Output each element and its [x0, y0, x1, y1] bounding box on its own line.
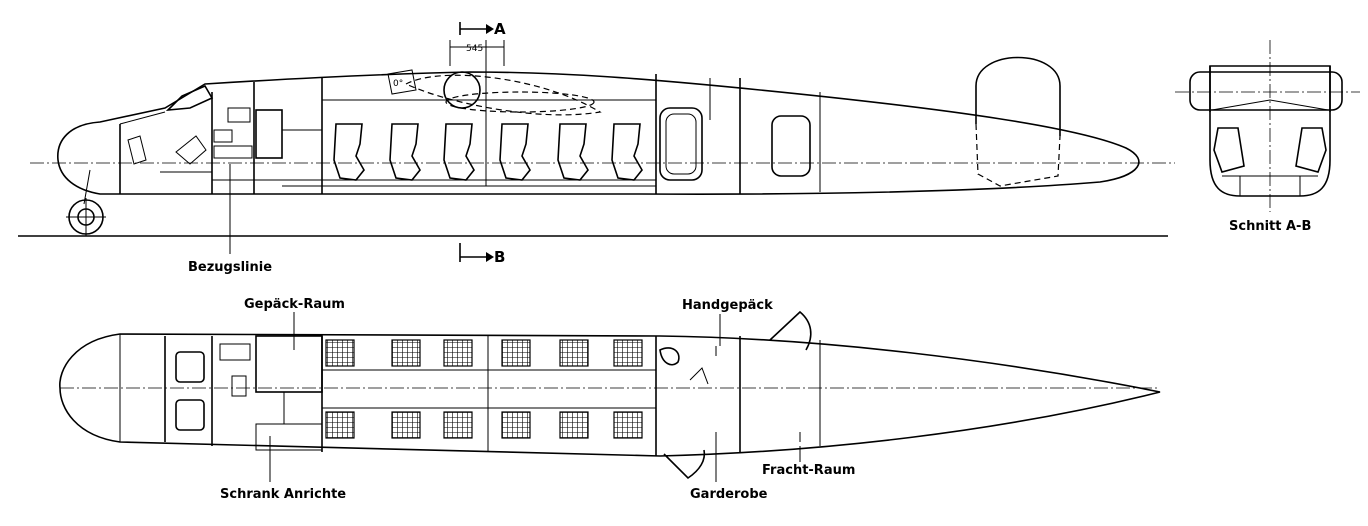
baggage-room: [255, 335, 323, 393]
plan-view: Gepäck-Raum Handgepäck Schrank Anrichte …: [59, 297, 1161, 502]
label-wardrobe: Garderobe: [690, 487, 768, 502]
label-hand-luggage: Handgepäck: [682, 298, 773, 313]
cabin-door: [659, 107, 703, 181]
galley-block: [227, 107, 251, 123]
label-section-view: Schnitt A-B: [1229, 219, 1311, 234]
angle-label: 0°: [393, 79, 403, 89]
cockpit-window: [165, 84, 214, 111]
side-view: 0° 545 A B Bezugslinie: [18, 20, 1175, 275]
cockpit-seat: [175, 399, 205, 431]
section-seat-left: [1213, 127, 1245, 173]
service-door-arc: [663, 449, 706, 480]
cargo-door-arc: [769, 310, 812, 351]
label-reference-line: Bezugslinie: [188, 260, 272, 275]
cockpit-seat: [175, 351, 205, 383]
section-marker-a: A: [494, 20, 506, 38]
galley-block: [255, 109, 283, 159]
cabinet-pantry: [255, 423, 323, 451]
engine-nacelle: [443, 71, 481, 109]
section-wing: [1189, 71, 1343, 111]
passenger-seats-plan: [325, 339, 643, 439]
section-view: Schnitt A-B: [1175, 40, 1360, 234]
tail-fin: [975, 56, 1061, 136]
passenger-seats-side: [333, 123, 643, 181]
pilot-seat: [127, 135, 147, 165]
label-cargo-room: Fracht-Raum: [762, 463, 855, 478]
section-marker-b: B: [494, 248, 505, 266]
dimension-label: 545: [466, 44, 483, 54]
wing-side: [404, 74, 602, 116]
label-cabinet-pantry: Schrank Anrichte: [220, 487, 346, 502]
fuselage-plan-outline: [59, 333, 1161, 457]
pilot-seat: [175, 135, 207, 165]
section-seat-right: [1295, 127, 1327, 173]
label-baggage-room: Gepäck-Raum: [244, 297, 345, 312]
cargo-door: [771, 115, 811, 177]
